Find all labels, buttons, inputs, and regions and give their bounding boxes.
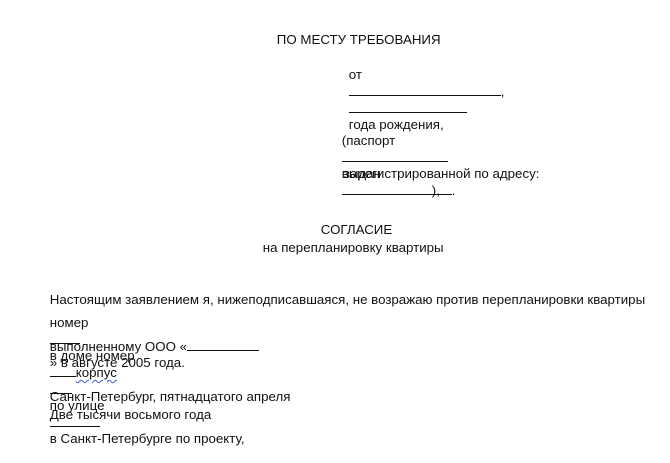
- issued-by-label: выдан: [341, 166, 381, 181]
- company-suffix: » в августе 2005 года.: [49, 355, 185, 370]
- year-text: Две тысячи восьмого года: [49, 407, 212, 422]
- from-prefix: от: [348, 67, 362, 82]
- body-line-1: Настоящим заявлением я, нижеподписавшаяс…: [35, 276, 645, 324]
- apartment-number-blank[interactable]: [49, 331, 80, 344]
- document-page: ПО МЕСТУ ТРЕБОВАНИЯ от , года рождения, …: [35, 16, 645, 446]
- from-line: от ,: [334, 51, 504, 116]
- place-date-text: Санкт-Петербург, пятнадцатого апреля: [49, 389, 291, 404]
- passport-number-blank[interactable]: [341, 149, 448, 162]
- registered-end: .: [451, 183, 456, 198]
- signature-year: Две тысячи восьмого года: [35, 391, 211, 439]
- birth-year-suffix: года рождения,: [348, 117, 444, 132]
- signature-place-date: Санкт-Петербург, пятнадцатого апреля: [35, 373, 291, 421]
- passport-open: (паспорт: [341, 133, 396, 148]
- recipient-text: ПО МЕСТУ ТРЕБОВАНИЯ: [276, 32, 441, 47]
- korpus-blank[interactable]: [49, 381, 72, 394]
- recipient-line: ПО МЕСТУ ТРЕБОВАНИЯ: [262, 16, 441, 64]
- address-blank[interactable]: [343, 182, 452, 195]
- body-text-1: Настоящим заявлением я, нижеподписавшаяс…: [49, 292, 646, 307]
- company-prefix: выполненному ООО «: [49, 339, 188, 354]
- registration-line: зарегистрированной по адресу: .: [329, 150, 539, 215]
- body-line-3: выполненному ООО « » в августе 2005 года…: [35, 322, 260, 387]
- apartment-number-label: номер: [49, 315, 89, 330]
- company-name-blank[interactable]: [187, 338, 260, 351]
- birth-year-blank[interactable]: [348, 100, 467, 113]
- registered-label: зарегистрированной по адресу:: [343, 166, 540, 181]
- document-subtitle: на перепланировку квартиры: [248, 224, 444, 272]
- from-name-blank[interactable]: [348, 83, 501, 96]
- document-title: СОГЛАСИЕ: [306, 206, 392, 254]
- birth-year-line: года рождения,: [334, 84, 467, 149]
- house-number-blank[interactable]: [49, 364, 76, 377]
- street-label: по улице: [49, 398, 105, 413]
- house-number-label: в доме номер: [49, 348, 135, 363]
- title-main: СОГЛАСИЕ: [320, 222, 393, 237]
- from-suffix: ,: [500, 84, 505, 99]
- passport-close: ),: [431, 183, 440, 198]
- title-subtitle: на перепланировку квартиры: [262, 240, 444, 255]
- korpus-label: корпус: [75, 365, 117, 380]
